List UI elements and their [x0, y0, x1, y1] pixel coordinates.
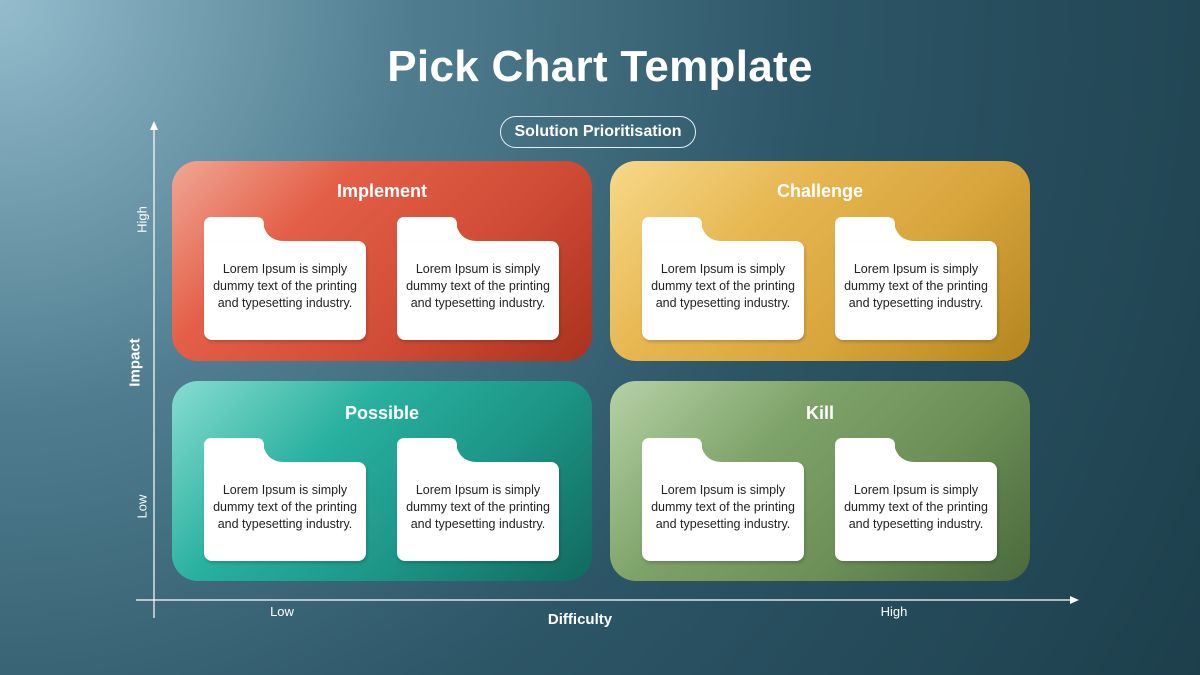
y-axis-arrow [150, 121, 158, 130]
card-text: Lorem Ipsum is simply dummy text of the … [406, 483, 550, 531]
y-axis-high-label: High [134, 206, 150, 233]
card-text: Lorem Ipsum is simply dummy text of the … [844, 262, 988, 310]
card-text: Lorem Ipsum is simply dummy text of the … [651, 262, 795, 310]
x-axis-high-label: High [880, 604, 908, 619]
quadrant-implement: Implement Lorem Ipsum is simply dummy te… [172, 161, 592, 361]
card-text: Lorem Ipsum is simply dummy text of the … [213, 483, 357, 531]
folder-card: Lorem Ipsum is simply dummy text of the … [397, 217, 559, 340]
solution-prioritisation-badge: Solution Prioritisation [500, 116, 696, 148]
quadrant-title: Possible [344, 403, 420, 423]
x-axis-low-label: Low [270, 604, 294, 619]
y-axis-title: Impact [126, 338, 144, 387]
x-axis-arrow [1070, 596, 1079, 604]
quadrant-title: Implement [336, 181, 428, 201]
x-axis-title: Difficulty [547, 611, 613, 628]
card-text: Lorem Ipsum is simply dummy text of the … [844, 483, 988, 531]
quadrant-kill: Kill Lorem Ipsum is simply dummy text of… [610, 381, 1030, 581]
folder-card: Lorem Ipsum is simply dummy text of the … [642, 438, 804, 561]
quadrant-title: Kill [805, 403, 834, 423]
quadrant-challenge: Challenge Lorem Ipsum is simply dummy te… [610, 161, 1030, 361]
y-axis-low-label: Low [134, 494, 150, 519]
folder-card: Lorem Ipsum is simply dummy text of the … [642, 217, 804, 340]
quadrant-title: Challenge [776, 181, 864, 201]
page-title: Pick Chart Template [387, 42, 813, 91]
folder-card: Lorem Ipsum is simply dummy text of the … [835, 217, 997, 340]
folder-card: Lorem Ipsum is simply dummy text of the … [835, 438, 997, 561]
folder-card: Lorem Ipsum is simply dummy text of the … [397, 438, 559, 561]
quadrant-possible: Possible Lorem Ipsum is simply dummy tex… [172, 381, 592, 581]
card-text: Lorem Ipsum is simply dummy text of the … [651, 483, 795, 531]
folder-card: Lorem Ipsum is simply dummy text of the … [204, 438, 366, 561]
folder-card: Lorem Ipsum is simply dummy text of the … [204, 217, 366, 340]
card-text: Lorem Ipsum is simply dummy text of the … [406, 262, 550, 310]
card-text: Lorem Ipsum is simply dummy text of the … [213, 262, 357, 310]
